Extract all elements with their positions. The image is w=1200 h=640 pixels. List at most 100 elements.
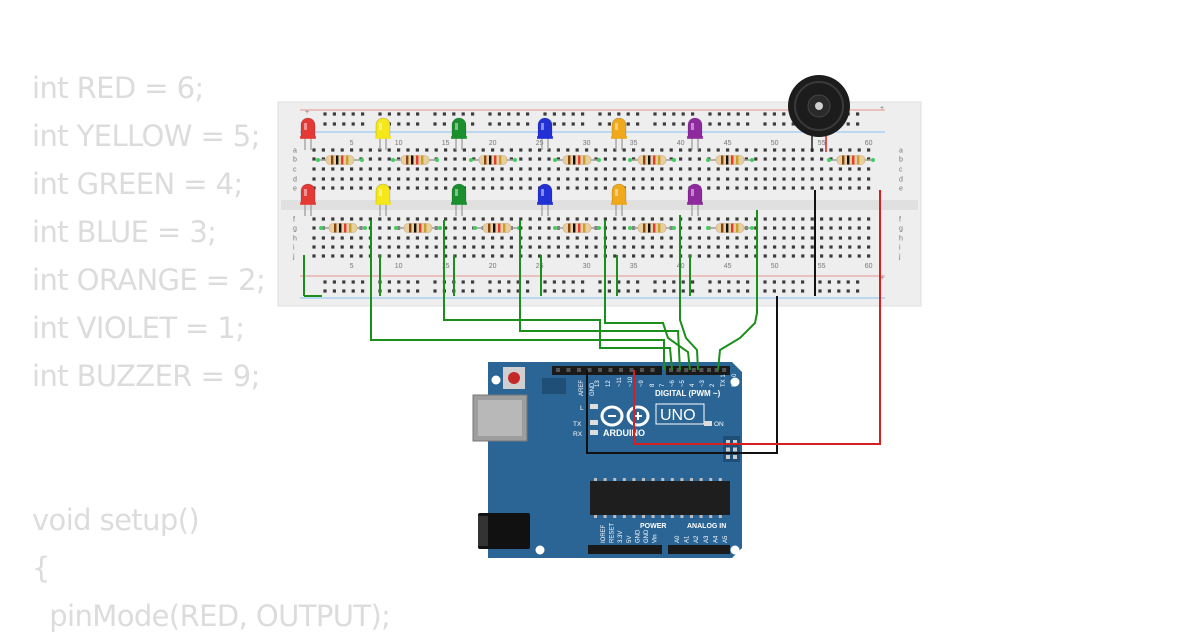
rail-hole	[416, 122, 420, 126]
breadboard-hole	[340, 177, 344, 181]
column-number-bottom: 50	[771, 263, 779, 270]
breadboard-hole	[481, 236, 485, 240]
breadboard-hole	[669, 157, 673, 161]
breadboard-hole	[472, 217, 476, 221]
rail-hole	[837, 280, 841, 284]
breadboard-hole	[425, 254, 429, 258]
rail-hole	[598, 122, 602, 126]
breadboard-hole	[632, 217, 636, 221]
breadboard-hole	[453, 226, 457, 230]
led-l	[590, 404, 598, 409]
rail-hole	[507, 289, 511, 293]
rail-hole	[416, 280, 420, 284]
wire-green-violet	[717, 210, 758, 371]
code-line: int BUZZER = 9;	[32, 359, 260, 393]
rail-hole	[507, 122, 511, 126]
chip-leg	[642, 478, 645, 481]
header-pin	[699, 368, 704, 372]
rail-hole	[782, 122, 786, 126]
rail-hole	[626, 122, 630, 126]
row-letter: c	[293, 167, 297, 174]
rail-hole	[526, 122, 530, 126]
breadboard-hole	[594, 245, 598, 249]
row-letter: g	[899, 226, 903, 233]
rail-hole	[406, 280, 410, 284]
resistors	[316, 155, 875, 233]
rail-hole	[351, 289, 355, 293]
breadboard-hole	[782, 177, 786, 181]
rail-hole	[791, 280, 795, 284]
rail-hole	[351, 280, 355, 284]
breadboard-hole	[491, 148, 495, 152]
row-letter: a	[899, 148, 903, 155]
breadboard-hole	[472, 167, 476, 171]
column-number-top: 10	[395, 140, 403, 147]
rail-hole	[746, 112, 750, 116]
breadboard-hole	[359, 177, 363, 181]
breadboard-hole	[340, 254, 344, 258]
breadboard-hole	[462, 245, 466, 249]
rail-hole	[708, 122, 712, 126]
breadboard-hole	[528, 177, 532, 181]
breadboard-hole	[622, 245, 626, 249]
rail-hole	[342, 122, 346, 126]
breadboard-hole	[368, 186, 372, 190]
breadboard-hole	[660, 177, 664, 181]
breadboard-hole	[791, 157, 795, 161]
breadboard-hole	[406, 245, 410, 249]
led-on	[704, 421, 712, 426]
breadboard-hole	[481, 148, 485, 152]
breadboard-hole	[397, 245, 401, 249]
breadboard-hole	[810, 254, 814, 258]
breadboard-hole	[387, 236, 391, 240]
rail-hole	[607, 280, 611, 284]
breadboard-hole	[321, 148, 325, 152]
rail-hole	[516, 289, 520, 293]
breadboard-hole	[566, 254, 570, 258]
rail-hole	[717, 112, 721, 116]
breadboard-hole	[594, 236, 598, 240]
breadboard-hole	[312, 245, 316, 249]
breadboard-hole	[359, 236, 363, 240]
code-line: int BLUE = 3;	[32, 215, 217, 249]
breadboard-hole	[754, 167, 758, 171]
breadboard-hole	[415, 148, 419, 152]
chip-leg	[699, 515, 703, 518]
breadboard-hole	[838, 254, 842, 258]
tx-label: TX	[573, 421, 582, 428]
breadboard-hole	[744, 245, 748, 249]
rail-hole	[361, 122, 365, 126]
breadboard-hole	[622, 236, 626, 240]
breadboard-hole	[331, 167, 335, 171]
breadboard-hole	[509, 177, 513, 181]
breadboard-hole	[585, 245, 589, 249]
rail-hole	[552, 112, 556, 116]
breadboard-hole	[838, 245, 842, 249]
power-pin-label: Vin	[653, 534, 659, 543]
breadboard-hole	[707, 254, 711, 258]
gnd-label: GND	[590, 382, 596, 396]
breadboard-hole	[707, 236, 711, 240]
breadboard-hole	[331, 236, 335, 240]
breadboard-hole	[321, 167, 325, 171]
breadboard-hole	[481, 186, 485, 190]
breadboard-hole	[556, 217, 560, 221]
breadboard-hole	[697, 148, 701, 152]
breadboard-hole	[453, 167, 457, 171]
breadboard-hole	[641, 186, 645, 190]
breadboard-hole	[444, 177, 448, 181]
breadboard-hole	[350, 167, 354, 171]
breadboard-hole	[632, 167, 636, 171]
breadboard-hole	[472, 254, 476, 258]
breadboard-hole	[462, 236, 466, 240]
rail-hole	[397, 122, 401, 126]
breadboard-hole	[697, 167, 701, 171]
breadboard-hole	[660, 186, 664, 190]
rail-hole	[526, 289, 530, 293]
breadboard-hole	[387, 177, 391, 181]
rail-hole	[617, 112, 621, 116]
rail-hole	[397, 289, 401, 293]
breadboard-hole	[782, 186, 786, 190]
breadboard-hole	[491, 186, 495, 190]
breadboard-hole	[744, 157, 748, 161]
